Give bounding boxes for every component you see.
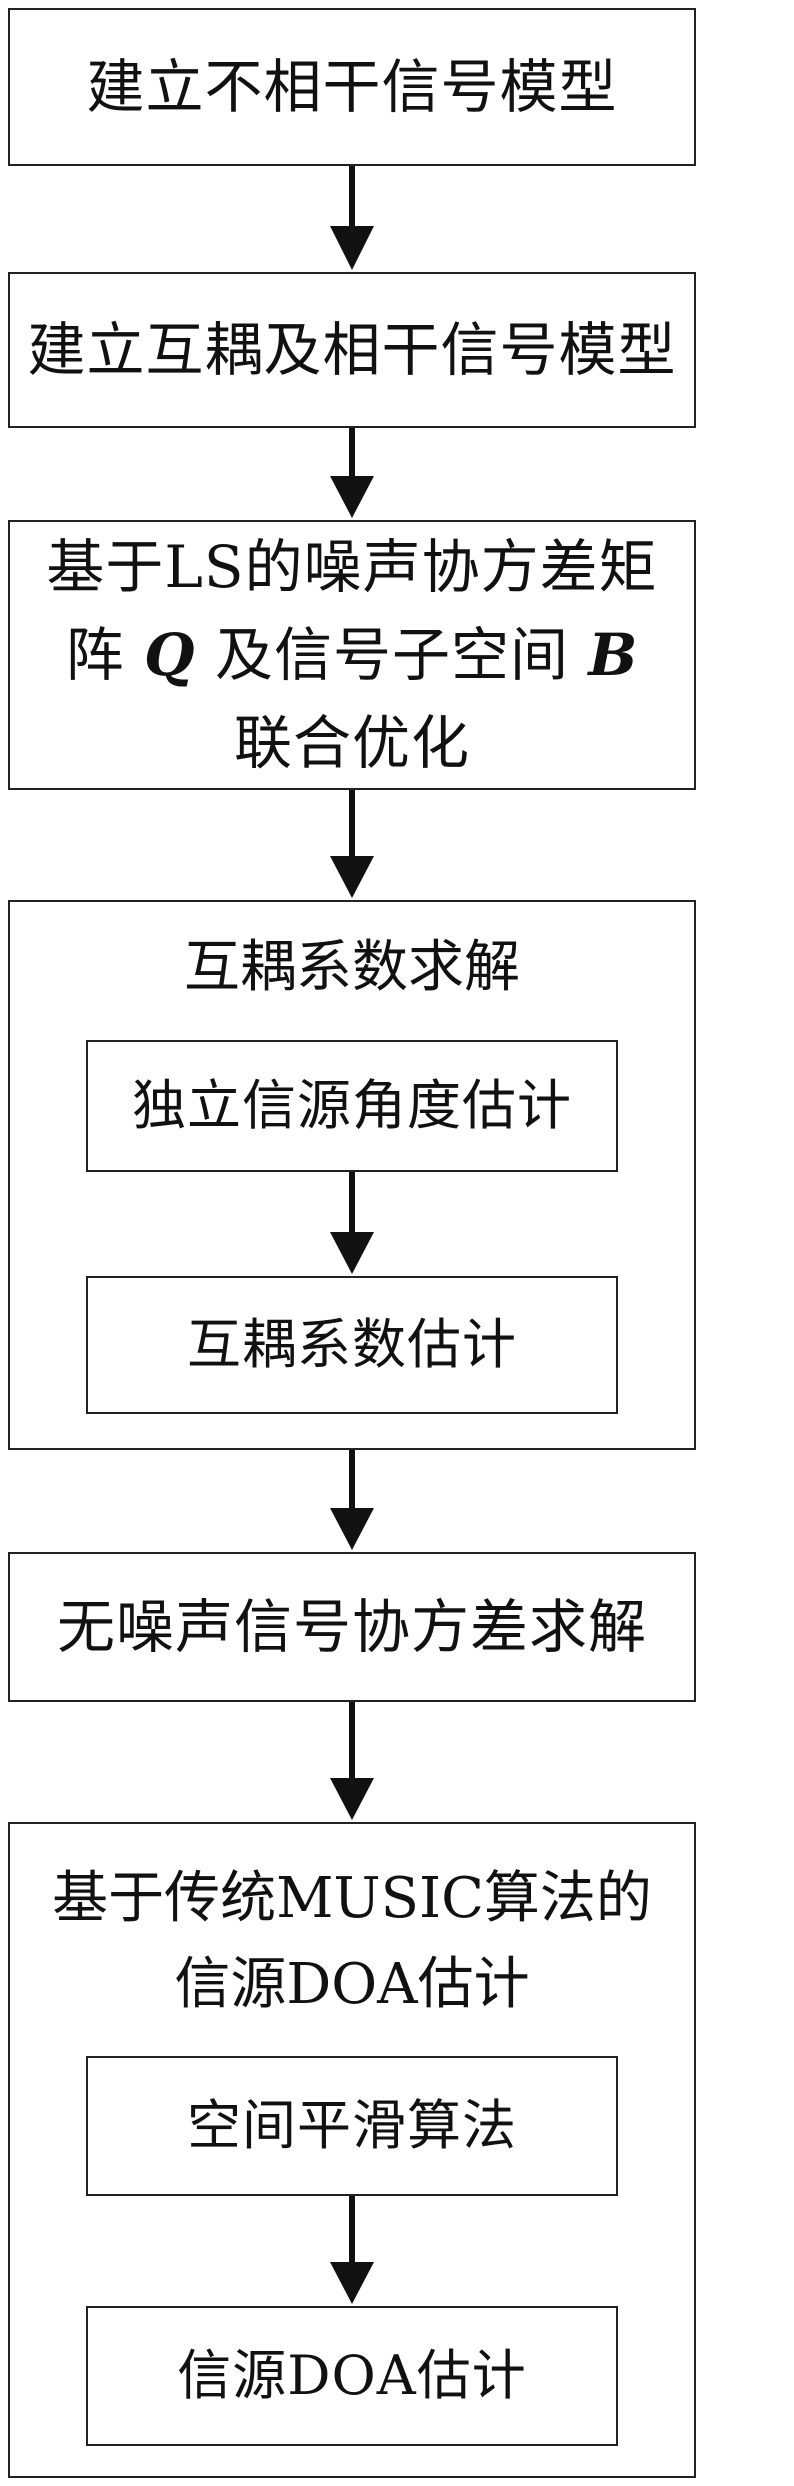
step-label-group: 基于LS的噪声协方差矩 阵 Q 及信号子空间 B 联合优化 — [46, 523, 657, 787]
step-label: 建立不相干信号模型 — [86, 53, 618, 121]
sub-box-doa-estimate: 信源DOA估计 — [86, 2306, 618, 2446]
step-label-line: 阵 Q 及信号子空间 B — [46, 611, 657, 699]
group-title-line: 基于传统MUSIC算法的 — [52, 1866, 652, 1931]
matrix-symbol-q: Q — [144, 621, 196, 689]
arrow-1-head — [330, 226, 374, 270]
step-label-text: 阵 — [65, 621, 144, 689]
sub-box-coupling-estimate: 互耦系数估计 — [86, 1276, 618, 1414]
matrix-symbol-b: B — [588, 621, 639, 689]
arrow-7-head — [330, 2262, 374, 2304]
step-label-line: 联合优化 — [233, 709, 470, 777]
group-title: 基于传统MUSIC算法的 信源DOA估计 — [10, 1856, 694, 2028]
arrow-3-head — [330, 856, 374, 898]
step-label-line: 基于LS的噪声协方差矩 — [46, 533, 658, 601]
step-box-joint-optimization: 基于LS的噪声协方差矩 阵 Q 及信号子空间 B 联合优化 — [8, 520, 696, 790]
step-label: 空间平滑算法 — [187, 2094, 517, 2157]
step-label: 独立信源角度估计 — [132, 1074, 572, 1137]
step-box-signal-model: 建立不相干信号模型 — [8, 8, 696, 166]
step-label: 信源DOA估计 — [177, 2344, 527, 2407]
step-label: 无噪声信号协方差求解 — [56, 1593, 647, 1661]
arrow-4-head — [330, 1232, 374, 1274]
arrow-6-head — [330, 1778, 374, 1820]
step-box-coupling-model: 建立互耦及相干信号模型 — [8, 272, 696, 428]
group-title: 互耦系数求解 — [184, 935, 520, 1000]
group-title-line: 信源DOA估计 — [174, 1952, 530, 2017]
step-label: 建立互耦及相干信号模型 — [27, 316, 677, 384]
sub-box-source-angle: 独立信源角度估计 — [86, 1040, 618, 1172]
sub-box-spatial-smoothing: 空间平滑算法 — [86, 2056, 618, 2196]
step-box-noise-free-covariance: 无噪声信号协方差求解 — [8, 1552, 696, 1702]
arrow-5-head — [330, 1508, 374, 1550]
step-label: 互耦系数估计 — [187, 1313, 517, 1376]
arrow-2-head — [330, 476, 374, 518]
step-label-text: 及信号子空间 — [195, 621, 589, 689]
